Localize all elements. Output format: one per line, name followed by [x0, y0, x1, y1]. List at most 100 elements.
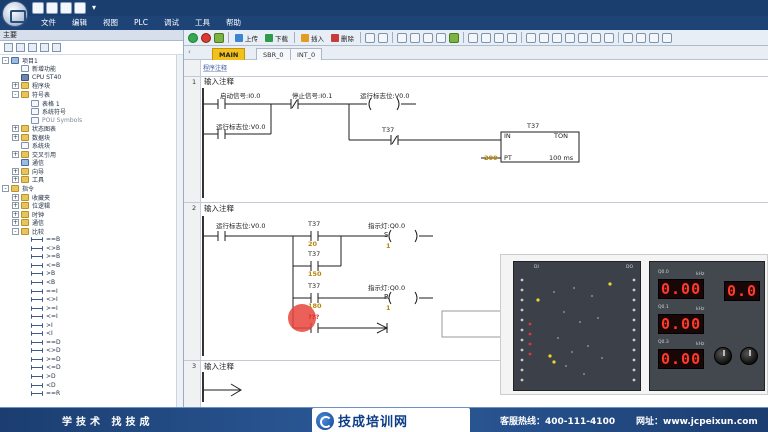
tree-item[interactable]: +时钟 [0, 210, 183, 219]
delete-button[interactable]: 删除 [329, 33, 356, 43]
collapse-icon[interactable]: - [12, 227, 19, 235]
tree-item[interactable]: +工具 [0, 176, 183, 184]
expand-icon[interactable]: + [12, 219, 19, 227]
bookmark-next-icon[interactable] [410, 32, 420, 43]
compile-icon[interactable] [214, 32, 224, 43]
tree-item[interactable]: >I [0, 321, 183, 330]
tree-item[interactable]: +位逻辑 [0, 201, 183, 210]
tree-item[interactable]: ==B [0, 235, 183, 244]
tree-item[interactable]: <D [0, 381, 183, 390]
tree-item[interactable]: 表格 1 [0, 99, 183, 108]
tree-item[interactable]: -符号表 [0, 90, 183, 99]
unknown-operand[interactable]: ??? [308, 313, 320, 321]
tree-item[interactable]: <I [0, 330, 183, 339]
menu-debug[interactable]: 调试 [163, 18, 179, 27]
insert-contact-icon[interactable] [578, 32, 588, 43]
copy-icon[interactable] [481, 32, 491, 43]
tree-item[interactable]: -项目1 [0, 56, 183, 65]
tree-item[interactable]: >B [0, 270, 183, 279]
insert-button[interactable]: 插入 [299, 33, 326, 43]
bookmark-prev-icon[interactable] [423, 32, 433, 43]
tree-item[interactable]: <=B [0, 261, 183, 270]
tab-main[interactable]: MAIN [212, 48, 246, 60]
tree-properties-icon[interactable] [40, 43, 49, 52]
tree-item[interactable]: ==R [0, 389, 183, 398]
tree-item[interactable]: ==I [0, 287, 183, 296]
tree-item[interactable]: +程序块 [0, 82, 183, 90]
network-title[interactable]: 输入注释 [204, 362, 234, 371]
tree-item[interactable]: >D [0, 372, 183, 381]
tree-view-icon[interactable] [4, 43, 13, 52]
compare3-value[interactable]: 180 [308, 302, 322, 310]
tabs-scroll-left-icon[interactable]: ‹ [188, 48, 191, 56]
bookmark-clear-icon[interactable] [436, 32, 446, 43]
tree-scrollbar[interactable] [176, 55, 183, 407]
tree-item[interactable]: +状态图表 [0, 124, 183, 133]
tree-item[interactable]: +数据块 [0, 133, 183, 142]
tree-item[interactable]: ==D [0, 338, 183, 347]
tree-item[interactable]: POU Symbols [0, 116, 183, 125]
ladder-diagram[interactable] [201, 60, 768, 407]
menu-help[interactable]: 帮助 [225, 18, 241, 27]
tree-pin-icon[interactable] [52, 43, 61, 52]
tree-item[interactable]: +向导 [0, 167, 183, 176]
app-menu-button[interactable] [2, 1, 28, 27]
expand-icon[interactable]: + [12, 150, 19, 158]
insert-box-icon[interactable] [604, 32, 614, 43]
tree-expand-icon[interactable] [16, 43, 25, 52]
expand-icon[interactable]: + [12, 167, 19, 175]
collapse-icon[interactable]: - [2, 56, 9, 64]
insert-down-line-icon[interactable] [526, 32, 536, 43]
bookmark-icon[interactable] [397, 32, 407, 43]
tree-item[interactable]: <>D [0, 347, 183, 356]
symbol-addressing-icon[interactable] [623, 32, 633, 43]
program-comment[interactable]: 程序注释 [203, 65, 228, 72]
toggle-status-icon[interactable] [449, 32, 459, 43]
collapse-icon[interactable]: - [2, 184, 9, 192]
timer-pt-value[interactable]: 200 [484, 154, 498, 162]
paste-icon[interactable] [494, 32, 504, 43]
upload-button[interactable]: 上传 [233, 33, 260, 43]
analog-knob-2[interactable] [740, 347, 758, 365]
compare1-value[interactable]: 20 [308, 240, 318, 248]
tree-item[interactable]: >=B [0, 253, 183, 262]
menu-file[interactable]: 文件 [41, 18, 56, 27]
tree-item[interactable]: 通信 [0, 159, 183, 167]
menu-view[interactable]: 视图 [103, 18, 118, 27]
expand-icon[interactable]: + [12, 193, 19, 201]
new-file-icon[interactable] [32, 2, 44, 14]
stop-icon[interactable] [201, 32, 211, 43]
tab-sbr0[interactable]: SBR_0 [256, 48, 291, 60]
tree-item[interactable]: 新增功能 [0, 65, 183, 73]
network-title[interactable]: 输入注释 [204, 77, 234, 86]
expand-icon[interactable]: + [12, 82, 19, 90]
tree-item[interactable]: +交叉引用 [0, 150, 183, 159]
insert-up-line-icon[interactable] [539, 32, 549, 43]
expand-icon[interactable]: + [12, 176, 19, 184]
tree-item[interactable]: 系统符号 [0, 107, 183, 116]
tree-item[interactable]: CPU ST40 [0, 73, 183, 82]
expand-icon[interactable]: + [12, 202, 19, 210]
open-file-icon[interactable] [46, 2, 58, 14]
undo-icon[interactable] [507, 32, 517, 43]
tree-collapse-icon[interactable] [28, 43, 37, 52]
monitor-icon[interactable] [365, 32, 375, 43]
tree-item[interactable]: <=D [0, 364, 183, 373]
menu-edit[interactable]: 编辑 [72, 18, 87, 27]
network-comment-icon[interactable] [662, 32, 672, 43]
symbol-table-icon[interactable] [636, 32, 646, 43]
tree-item[interactable]: <B [0, 278, 183, 287]
tree-item[interactable]: 系统块 [0, 141, 183, 150]
tab-int0[interactable]: INT_0 [290, 48, 323, 60]
network-title[interactable]: 输入注释 [204, 204, 234, 213]
tree-item[interactable]: +通信 [0, 218, 183, 227]
save-icon[interactable] [60, 2, 72, 14]
insert-left-line-icon[interactable] [552, 32, 562, 43]
tree-item[interactable]: >=I [0, 304, 183, 313]
tree-item[interactable]: >=D [0, 355, 183, 364]
expand-icon[interactable]: + [12, 210, 19, 218]
print-icon[interactable] [74, 2, 86, 14]
tree-item[interactable]: -指令 [0, 184, 183, 193]
collapse-icon[interactable]: - [12, 90, 19, 98]
download-button[interactable]: 下载 [263, 33, 290, 43]
